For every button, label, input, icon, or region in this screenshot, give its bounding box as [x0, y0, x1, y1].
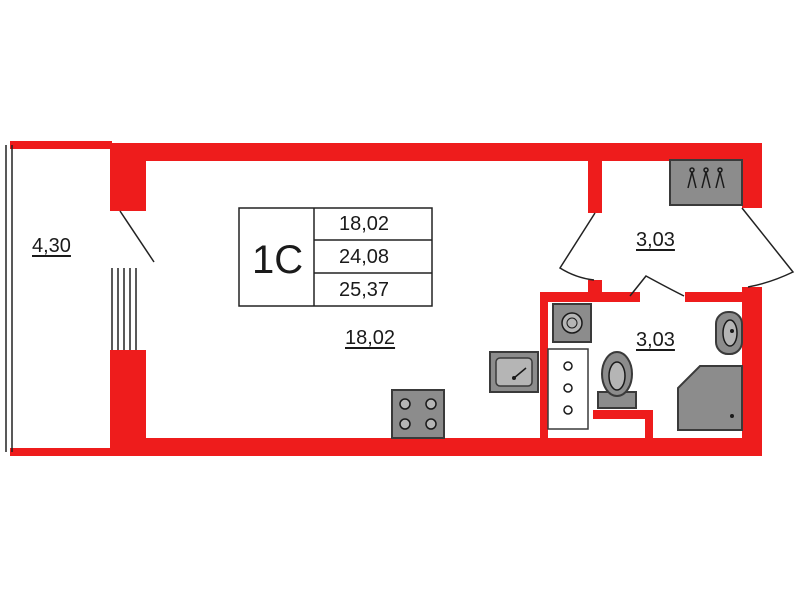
balcony-area: 4,30: [32, 235, 71, 257]
main-room-area: 18,02: [345, 327, 396, 349]
wardrobe-icon: [687, 167, 725, 189]
interior-walls: [540, 155, 755, 452]
wardrobe: [669, 159, 743, 206]
apartment-type-code: 1C: [252, 238, 304, 282]
info-box: [238, 207, 433, 307]
balcony: [5, 141, 112, 456]
info-total-area-with-balcony: 25,37: [339, 279, 390, 301]
bathroom-area: 3,03: [636, 329, 675, 351]
info-living-area: 18,02: [339, 213, 390, 235]
hallway-area: 3,03: [636, 229, 675, 251]
info-total-area: 24,08: [339, 246, 390, 268]
stove-icon: [391, 389, 445, 439]
basin-icon: [715, 311, 743, 355]
balcony-door: [111, 210, 155, 350]
toilet-icon: [597, 351, 637, 409]
kitchen-sink: [489, 351, 539, 393]
shower-icon: [677, 365, 743, 431]
riser-box: [547, 348, 589, 430]
washing-machine-icon: [552, 303, 592, 343]
hallway-doors: [558, 207, 795, 297]
